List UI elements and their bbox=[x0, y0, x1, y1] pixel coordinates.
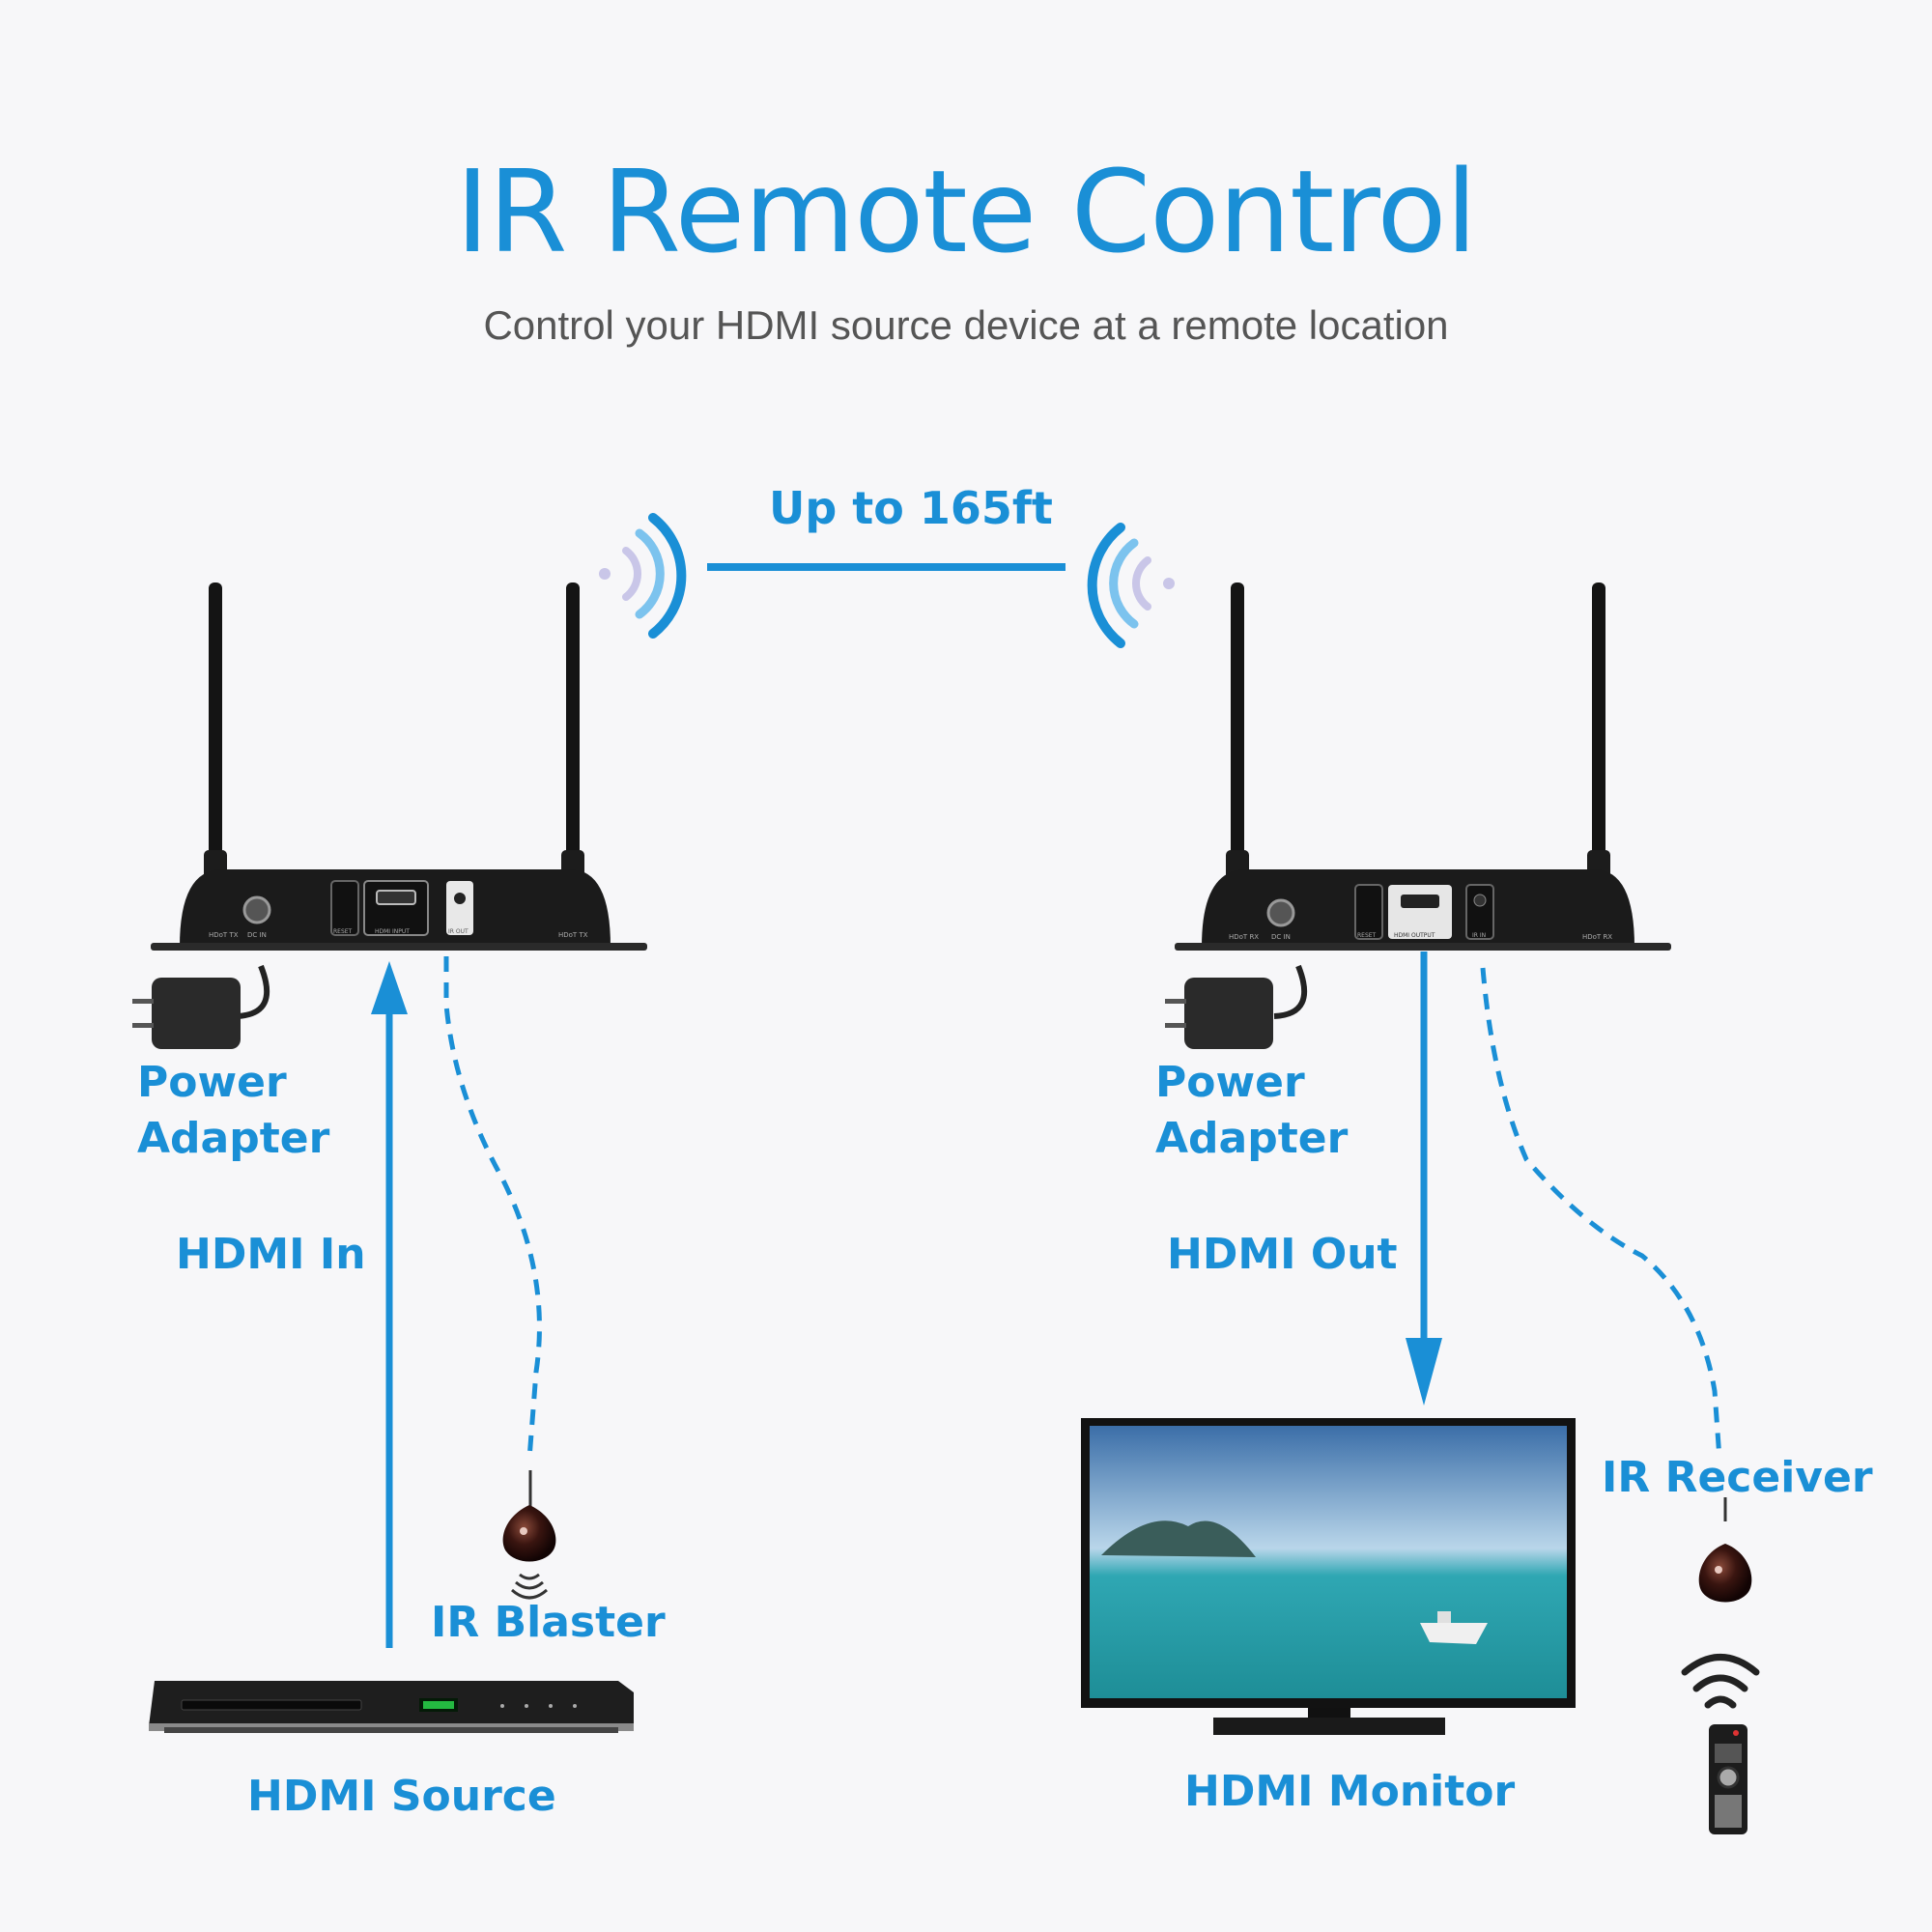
rx-panel-label-5: IR IN bbox=[1472, 932, 1486, 939]
rx-panel-label-6: HDoT RX bbox=[1582, 933, 1612, 941]
rx-power-adapter-icon bbox=[1165, 964, 1308, 1049]
page-subtitle: Control your HDMI source device at a rem… bbox=[483, 302, 1449, 348]
reset-button bbox=[330, 880, 359, 936]
hdmi-in-arrow bbox=[371, 961, 408, 1648]
ir-out-port bbox=[446, 881, 473, 935]
left-antenna bbox=[209, 582, 222, 872]
ir-blaster-eye-icon bbox=[502, 1505, 556, 1562]
ir-signal-up-icon bbox=[1681, 1654, 1760, 1709]
rx-power-adapter-label: Power Adapter bbox=[1155, 1055, 1348, 1167]
rx-panel-label-1: HDoT RX bbox=[1229, 933, 1259, 941]
hdmi-out-label: HDMI Out bbox=[1167, 1230, 1398, 1279]
ir-receiver-label: IR Receiver bbox=[1602, 1453, 1873, 1502]
tx-panel-label-1: HDoT TX bbox=[209, 931, 239, 939]
tx-panel-label-6: HDoT TX bbox=[558, 931, 588, 939]
hdmi-source-label: HDMI Source bbox=[247, 1772, 556, 1821]
right-wifi-waves-icon bbox=[1087, 523, 1175, 648]
rx-power-adapter-label-line1: Power bbox=[1155, 1058, 1305, 1107]
ir-receiver-eye-icon bbox=[1698, 1544, 1752, 1603]
transmitter-unit: HDoT TX DC IN RESET HDMI INPUT IR OUT HD… bbox=[151, 582, 647, 951]
rx-panel-label-4: HDMI OUTPUT bbox=[1394, 932, 1435, 939]
reset-button bbox=[1354, 884, 1383, 940]
left-antenna bbox=[1231, 582, 1244, 872]
wireless-link bbox=[599, 513, 1175, 648]
hdmi-out-arrow bbox=[1406, 952, 1442, 1406]
rx-panel-label-3: RESET bbox=[1357, 932, 1377, 939]
ir-blaster-label: IR Blaster bbox=[431, 1598, 666, 1647]
right-antenna bbox=[1592, 582, 1605, 872]
right-antenna bbox=[566, 582, 580, 872]
dc-in-port bbox=[242, 895, 271, 924]
remote-control-icon bbox=[1709, 1724, 1747, 1834]
hdmi-in-label: HDMI In bbox=[176, 1230, 366, 1279]
page-title: IR Remote Control bbox=[455, 145, 1478, 278]
ir-in-cable bbox=[1480, 967, 1722, 1460]
ir-in-port bbox=[1465, 884, 1494, 940]
left-wifi-waves-icon bbox=[599, 513, 687, 639]
tx-power-adapter-icon bbox=[132, 964, 270, 1049]
hdmi-output-port bbox=[1388, 885, 1452, 939]
tx-panel-label-4: HDMI INPUT bbox=[375, 928, 410, 935]
hdmi-monitor-tv-icon bbox=[1081, 1418, 1576, 1735]
ir-signal-down-icon bbox=[511, 1573, 548, 1600]
tx-power-adapter-label-line2: Adapter bbox=[137, 1114, 330, 1163]
rx-panel-label-2: DC IN bbox=[1271, 933, 1291, 941]
rx-power-adapter-label-line2: Adapter bbox=[1155, 1114, 1349, 1163]
tx-panel-label-3: RESET bbox=[333, 928, 353, 935]
tx-power-adapter-label-line1: Power bbox=[137, 1058, 287, 1107]
receiver-unit: HDoT RX DC IN RESET HDMI OUTPUT IR IN HD… bbox=[1175, 582, 1671, 951]
tx-panel-label-5: IR OUT bbox=[448, 928, 469, 935]
tx-power-adapter-label: Power Adapter bbox=[137, 1055, 329, 1167]
tx-panel-label-2: DC IN bbox=[247, 931, 267, 939]
hdmi-input-port bbox=[363, 880, 429, 936]
hdmi-monitor-label: HDMI Monitor bbox=[1184, 1767, 1516, 1816]
distance-label: Up to 165ft bbox=[769, 482, 1053, 534]
hdmi-source-player-icon bbox=[149, 1681, 634, 1733]
dc-in-port bbox=[1266, 898, 1295, 927]
ir-out-cable bbox=[443, 956, 542, 1460]
